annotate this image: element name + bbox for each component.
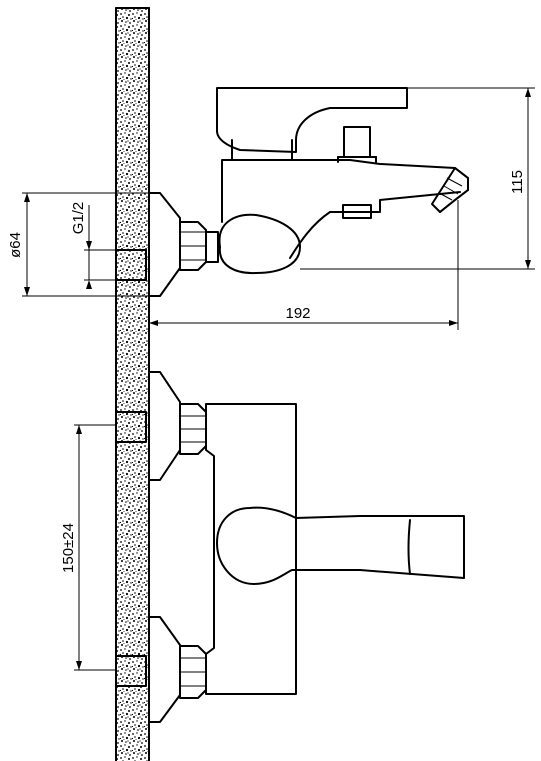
front-upper-inlet <box>115 411 147 443</box>
side-flange <box>148 192 181 297</box>
dim-thread-label: G1/2 <box>70 202 87 235</box>
side-diverter-knob <box>342 204 372 219</box>
front-lower-inlet <box>115 655 147 687</box>
front-mixer-body <box>205 403 297 695</box>
front-upper-flange <box>148 371 181 481</box>
wall <box>115 7 150 761</box>
dim-diameter-label: ø64 <box>7 232 24 258</box>
front-lever-handle <box>216 506 465 585</box>
front-view <box>115 371 465 723</box>
dim-height-label: 115 <box>509 170 526 194</box>
front-lower-flange <box>148 616 181 723</box>
dim-length-label: 192 <box>285 305 310 322</box>
dim-spacing-label: 150±24 <box>60 523 77 573</box>
side-valve-body <box>218 213 301 275</box>
side-cartridge-cap <box>343 126 371 158</box>
side-spout-nozzle <box>431 167 469 213</box>
side-inlet-fitting <box>115 249 147 281</box>
side-lever-handle <box>216 87 408 153</box>
dimensions: 115 192 ø64 G1/2 150±24 <box>7 87 535 671</box>
side-view <box>115 87 469 297</box>
